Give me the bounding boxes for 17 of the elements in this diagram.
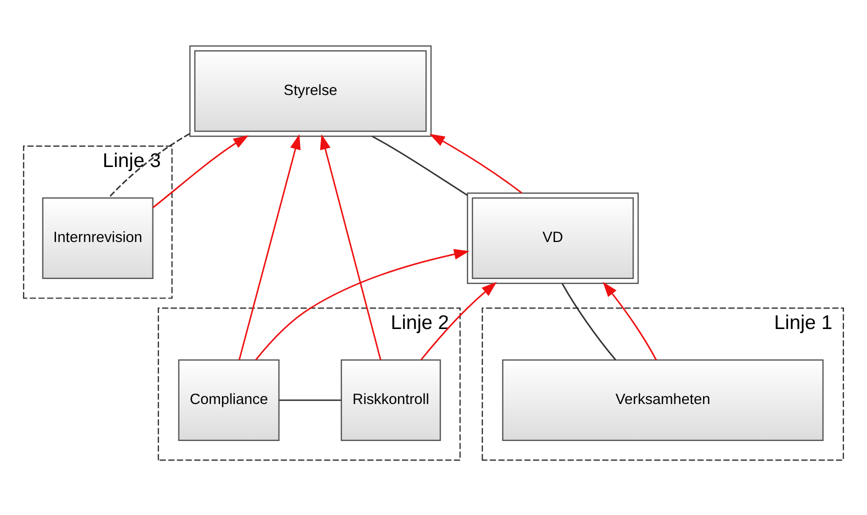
connector — [562, 282, 616, 360]
arrow — [152, 134, 249, 208]
node-box: Verksamheten — [502, 358, 824, 440]
arrow — [320, 134, 382, 360]
arrow — [255, 248, 470, 360]
arrow — [238, 134, 301, 360]
node-box: VD — [466, 192, 639, 284]
connector — [108, 132, 190, 198]
node-box: Styrelse — [189, 44, 432, 136]
arrow — [420, 281, 497, 360]
node-box: Internrevision — [42, 196, 154, 279]
node-box: Compliance — [178, 358, 280, 440]
node-box: Riskkontroll — [340, 358, 441, 440]
connector — [279, 398, 342, 400]
arrow — [429, 133, 522, 194]
arrow — [602, 281, 657, 360]
connector — [372, 135, 468, 196]
